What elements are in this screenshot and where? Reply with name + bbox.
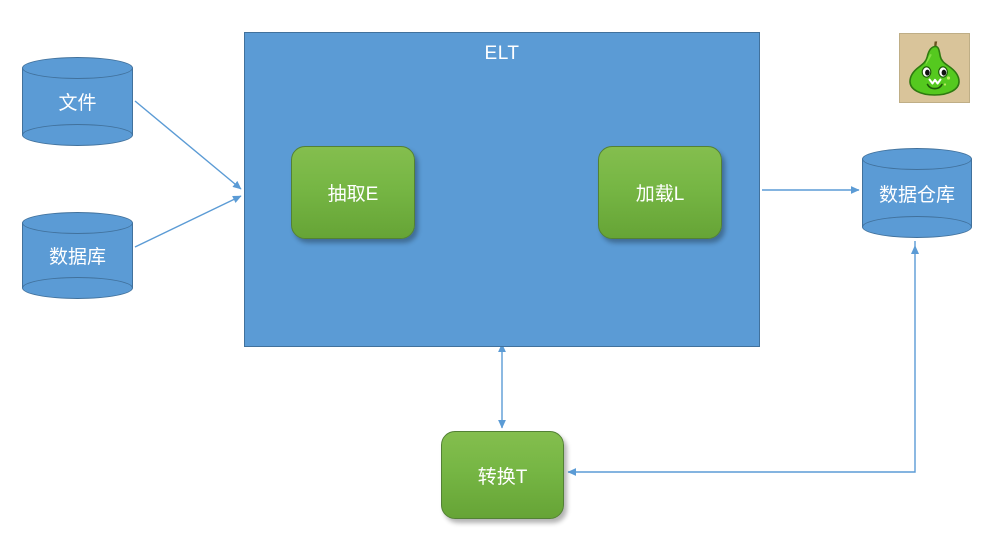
cylinder-top: [22, 57, 133, 79]
cylinder-top: [22, 212, 133, 234]
process-extract-label: 抽取E: [327, 184, 379, 205]
process-load[interactable]: 加载L: [598, 146, 722, 239]
cylinder-bottom: [22, 124, 133, 146]
source-database-label: 数据库: [48, 247, 106, 268]
connector-database-to-elt: [134, 195, 242, 248]
target-warehouse-label: 数据仓库: [878, 184, 955, 206]
cylinder-bottom: [22, 277, 133, 299]
target-warehouse-cylinder[interactable]: 数据仓库: [862, 148, 972, 238]
source-file-cylinder[interactable]: 文件: [22, 57, 133, 146]
process-extract[interactable]: 抽取E: [291, 146, 415, 239]
elt-container-title: ELT: [484, 43, 520, 64]
process-transform-label: 转换T: [477, 466, 528, 488]
source-file-label: 文件: [58, 93, 97, 114]
connector-warehouse-arrowhead-up: [911, 245, 919, 254]
process-load-label: 加载L: [635, 184, 685, 205]
pear-character-icon: [899, 33, 970, 103]
cylinder-bottom: [862, 216, 972, 238]
connector-file-to-elt: [134, 100, 242, 190]
process-transform[interactable]: 转换T: [441, 431, 564, 519]
cylinder-top: [862, 148, 972, 170]
source-database-cylinder[interactable]: 数据库: [22, 212, 133, 299]
